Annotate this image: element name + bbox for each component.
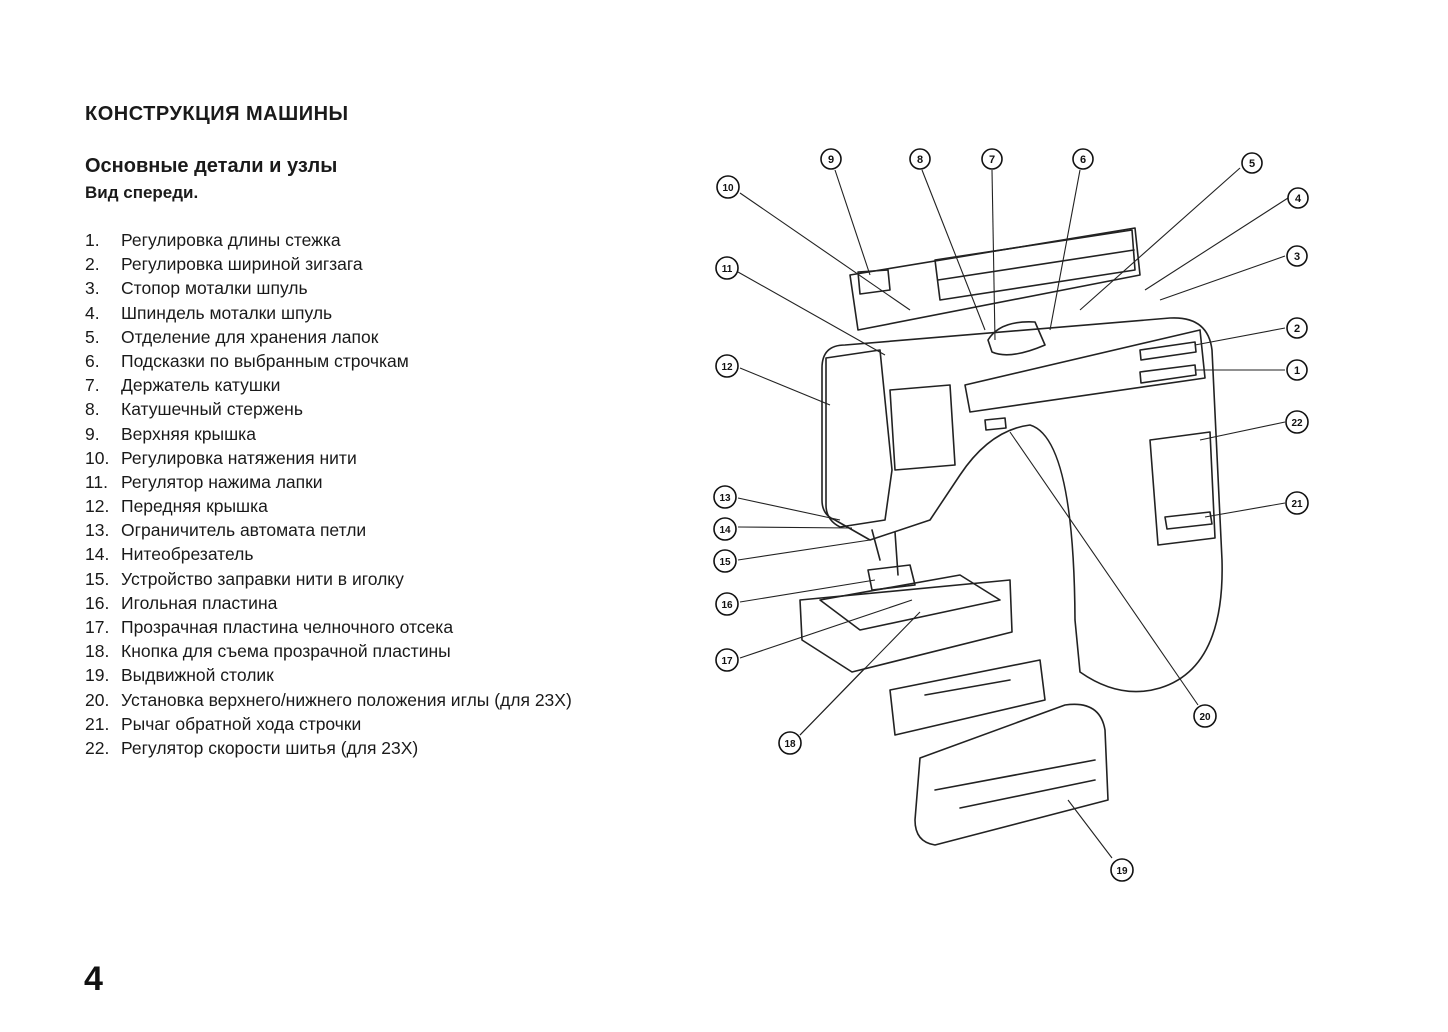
svg-text:9: 9 bbox=[828, 154, 834, 166]
extension-table-edge bbox=[959, 779, 1096, 809]
callout-5: 5 bbox=[1241, 152, 1263, 174]
callout-2: 2 bbox=[1286, 317, 1308, 339]
svg-text:13: 13 bbox=[719, 493, 731, 504]
speed-panel bbox=[1149, 431, 1216, 546]
svg-text:6: 6 bbox=[1080, 154, 1086, 166]
extension-table-line bbox=[934, 759, 1096, 791]
list-item: 19.Выдвижной столик bbox=[85, 665, 274, 686]
callout-1: 1 bbox=[1286, 359, 1308, 381]
svg-text:7: 7 bbox=[989, 154, 995, 166]
list-item: 6.Подсказки по выбранным строчкам bbox=[85, 350, 409, 371]
callout-21: 21 bbox=[1285, 491, 1309, 515]
svg-text:5: 5 bbox=[1249, 158, 1255, 170]
svg-text:3: 3 bbox=[1294, 251, 1300, 263]
list-item: 22.Регулятор скорости шитья (для 23Х) bbox=[85, 737, 419, 758]
callout-10: 10 bbox=[716, 175, 740, 199]
svg-text:22: 22 bbox=[1291, 418, 1303, 429]
section-subtitle: Основные детали и узлы bbox=[85, 155, 338, 177]
stitch-chart-divider bbox=[937, 249, 1135, 281]
callout-19: 19 bbox=[1110, 858, 1134, 882]
callout-9: 9 bbox=[820, 148, 842, 170]
svg-text:2: 2 bbox=[1294, 323, 1300, 335]
svg-text:1: 1 bbox=[1294, 365, 1300, 377]
machine-body-outline bbox=[821, 317, 1223, 693]
needle-plate bbox=[819, 574, 1001, 631]
control-panel bbox=[964, 329, 1206, 413]
callout-17: 17 bbox=[715, 648, 739, 672]
callout-6: 6 bbox=[1072, 148, 1094, 170]
list-item: 20.Установка верхнего/нижнего положения … bbox=[85, 689, 572, 710]
needle-position-button bbox=[984, 417, 1007, 431]
list-item: 8.Катушечный стержень bbox=[85, 399, 303, 420]
list-item: 13.Ограничитель автомата петли bbox=[85, 520, 367, 541]
callout-4: 4 bbox=[1287, 187, 1309, 209]
front-cover bbox=[825, 349, 893, 528]
callout-15: 15 bbox=[713, 549, 737, 573]
list-item: 3.Стопор моталки шпуль bbox=[85, 278, 308, 299]
sewing-machine-diagram: 1 2 3 4 5 6 7 8 9 10 11 12 13 14 15 16 1… bbox=[713, 148, 1309, 882]
leader-lines bbox=[737, 167, 1289, 859]
list-item: 21.Рычаг обратной хода строчки bbox=[85, 713, 362, 734]
callout-11: 11 bbox=[715, 256, 739, 280]
svg-text:18: 18 bbox=[784, 739, 796, 750]
svg-text:8: 8 bbox=[917, 154, 923, 166]
callout-12: 12 bbox=[715, 354, 739, 378]
svg-text:14: 14 bbox=[719, 525, 731, 536]
page-title: КОНСТРУКЦИЯ МАШИНЫ bbox=[85, 103, 349, 125]
parts-list: 1.Регулировка длины стежка 2.Регулировка… bbox=[85, 228, 572, 760]
view-label: Вид спереди. bbox=[85, 183, 199, 202]
svg-text:10: 10 bbox=[722, 183, 734, 194]
svg-text:4: 4 bbox=[1295, 193, 1302, 205]
list-item: 9.Верхняя крышка bbox=[85, 423, 256, 444]
page-number: 4 bbox=[84, 960, 103, 998]
list-item: 1.Регулировка длины стежка bbox=[85, 230, 341, 250]
list-item: 15.Устройство заправки нити в иголку bbox=[85, 568, 404, 589]
width-slider bbox=[1139, 364, 1197, 384]
callout-13: 13 bbox=[713, 485, 737, 509]
list-item: 5.Отделение для хранения лапок bbox=[85, 326, 379, 347]
list-item: 12.Передняя крышка bbox=[85, 496, 268, 517]
extension-table-slot-groove bbox=[924, 679, 1011, 696]
list-item: 2.Регулировка шириной зигзага bbox=[85, 254, 363, 275]
list-item: 4.Шпиндель моталки шпуль bbox=[85, 302, 333, 323]
callout-20: 20 bbox=[1193, 704, 1217, 728]
list-item: 17.Прозрачная пластина челночного отсека bbox=[85, 617, 454, 637]
needle-bar bbox=[871, 529, 899, 576]
list-item: 10.Регулировка натяжения нити bbox=[85, 447, 357, 468]
free-arm bbox=[799, 579, 1013, 673]
list-item: 11.Регулятор нажима лапки bbox=[85, 471, 323, 492]
svg-text:21: 21 bbox=[1291, 499, 1303, 510]
list-item: 7.Держатель катушки bbox=[85, 375, 281, 396]
reverse-lever bbox=[1164, 511, 1213, 530]
svg-text:19: 19 bbox=[1116, 866, 1128, 877]
callout-16: 16 bbox=[715, 592, 739, 616]
top-cover-tab bbox=[857, 269, 891, 295]
callout-8: 8 bbox=[909, 148, 931, 170]
list-item: 16.Игольная пластина bbox=[85, 592, 278, 613]
list-item: 18.Кнопка для съема прозрачной пластины bbox=[85, 641, 451, 662]
front-cover-window bbox=[889, 384, 956, 471]
callout-14: 14 bbox=[713, 517, 737, 541]
list-item: 14.Нитеобрезатель bbox=[85, 544, 254, 565]
svg-text:12: 12 bbox=[721, 362, 733, 373]
extension-table-slot bbox=[889, 659, 1046, 736]
callout-7: 7 bbox=[981, 148, 1003, 170]
length-slider bbox=[1139, 341, 1197, 361]
callout-3: 3 bbox=[1286, 245, 1308, 267]
spool-holder bbox=[987, 321, 1046, 356]
svg-text:11: 11 bbox=[722, 264, 733, 275]
svg-text:15: 15 bbox=[719, 557, 731, 568]
svg-text:20: 20 bbox=[1199, 712, 1211, 723]
callout-18: 18 bbox=[778, 731, 802, 755]
callout-22: 22 bbox=[1285, 410, 1309, 434]
svg-text:16: 16 bbox=[721, 600, 733, 611]
presser-foot bbox=[867, 564, 916, 591]
svg-text:17: 17 bbox=[721, 656, 733, 667]
extension-table bbox=[914, 703, 1109, 846]
